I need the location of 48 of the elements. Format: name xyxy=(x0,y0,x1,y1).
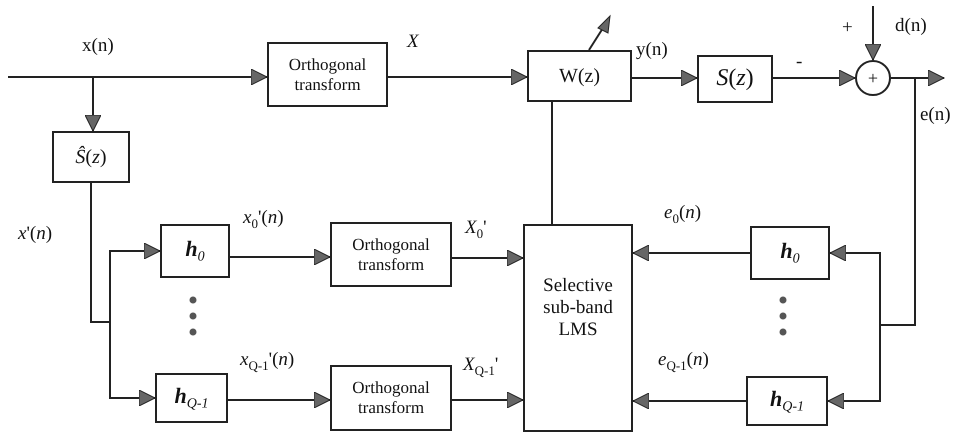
block-box xyxy=(746,376,828,426)
signal-arrow xyxy=(230,248,330,266)
signal-label: x(n) xyxy=(82,36,114,57)
signal-label: y(n) xyxy=(636,40,668,61)
summing-junction xyxy=(855,60,891,96)
block-label: Ŝ(z) xyxy=(75,146,107,168)
signal-arrow xyxy=(8,76,102,132)
signal-arrow xyxy=(452,250,524,266)
block-label: Orthogonal transform xyxy=(351,234,431,274)
block-label: h$_{0}$ xyxy=(185,236,205,266)
block-label: S(z) xyxy=(716,65,754,93)
signal-arrow xyxy=(773,70,856,86)
block-box xyxy=(750,226,830,280)
signal-label: x'(n) xyxy=(18,224,52,245)
signal-label: e(n) xyxy=(920,105,951,126)
block-box xyxy=(527,50,632,102)
block-box xyxy=(330,222,452,287)
signal-label: d(n) xyxy=(895,16,927,37)
signal-label: X$_{Q-1}$' xyxy=(463,355,498,378)
block-label: h$_{Q-1}$ xyxy=(770,386,804,416)
block-box xyxy=(267,42,388,107)
block-box xyxy=(160,224,230,278)
signal-label: x$_{0}$'(n) xyxy=(243,208,284,232)
signal-arrow xyxy=(388,68,528,86)
signal-label: x$_{Q-1}$'(n) xyxy=(240,350,294,374)
signal-arrow xyxy=(90,183,156,406)
signal-arrow xyxy=(864,6,882,60)
block-box xyxy=(52,131,130,183)
block-box xyxy=(155,373,228,423)
signal-label: e$_{0}$(n) xyxy=(664,203,702,226)
block-box xyxy=(523,224,633,432)
block-label: Orthogonal transform xyxy=(351,378,431,418)
block-label: h$_{Q-1}$ xyxy=(174,383,209,413)
signal-arrow xyxy=(632,392,746,410)
block-label: h$_{0}$ xyxy=(780,238,800,268)
block-label: + xyxy=(868,68,878,88)
block-box xyxy=(330,365,452,431)
signal-arrow xyxy=(452,392,524,408)
block-label: Orthogonal transform xyxy=(288,54,368,94)
block-box xyxy=(697,55,773,103)
signal-arrow xyxy=(828,77,916,410)
block-label: Selective sub-band LMS xyxy=(542,275,614,341)
block-label: W(z) xyxy=(558,64,600,88)
signal-label: e$_{Q-1}$(n) xyxy=(658,350,709,374)
signal-arrow xyxy=(632,244,750,262)
signal-arrow xyxy=(632,70,698,86)
signal-label: X$_{0}$' xyxy=(465,218,487,242)
signal-arrow xyxy=(228,392,330,408)
